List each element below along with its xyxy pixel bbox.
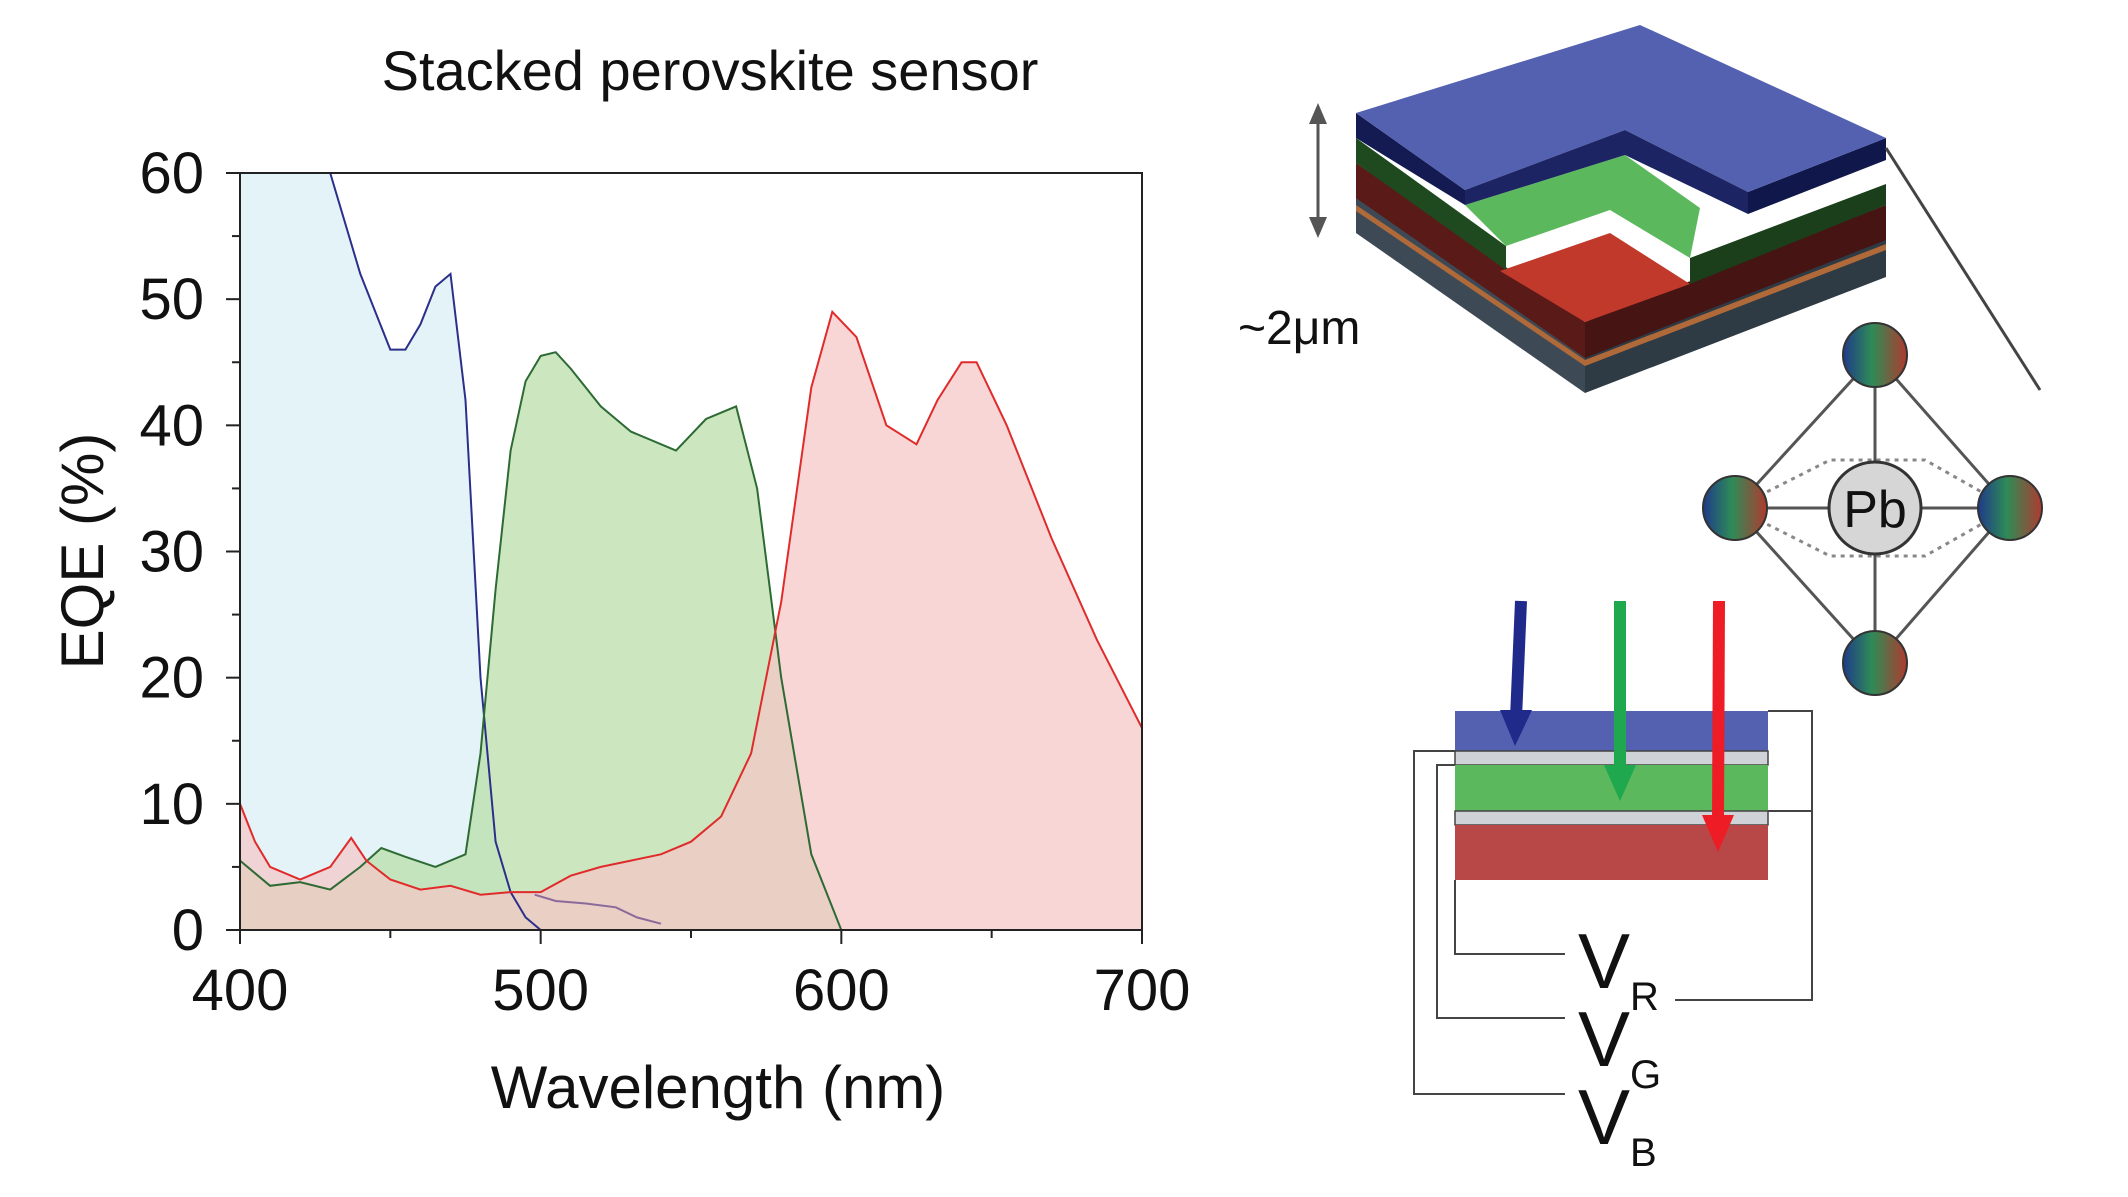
y-tick-label-6: 60 bbox=[139, 141, 204, 206]
thickness-label: ~2μm bbox=[1238, 302, 1360, 355]
wire-b bbox=[1413, 750, 1565, 1095]
halide-atom-left bbox=[1702, 475, 1768, 541]
y-tick-label-3: 30 bbox=[139, 520, 204, 585]
y-tick-label-2: 20 bbox=[139, 646, 204, 711]
thickness-arrowhead-bottom bbox=[1309, 217, 1327, 238]
voltage-label-r: VR bbox=[1578, 917, 1659, 1019]
x-tick-label-1: 500 bbox=[492, 958, 589, 1023]
voltage-label-b: VB bbox=[1578, 1073, 1657, 1175]
x-axis-label: Wavelength (nm) bbox=[491, 1054, 946, 1121]
pb-atom bbox=[1827, 460, 1923, 556]
octa-edge bbox=[1733, 506, 1877, 665]
red-layer-side-left bbox=[1356, 163, 1585, 358]
series-area-1 bbox=[240, 352, 842, 930]
green-layer-side-left bbox=[1356, 138, 1506, 270]
cross-section-diagram: VR VG VB bbox=[1413, 600, 1813, 1175]
callout-line bbox=[1884, 147, 2042, 391]
blue-layer-side-right bbox=[1748, 138, 1886, 214]
halide-atom-right bbox=[1977, 475, 2043, 541]
x-tick-label-3: 700 bbox=[1094, 958, 1191, 1023]
red-arrowhead bbox=[1702, 815, 1734, 852]
octa-edge bbox=[1873, 507, 2012, 664]
eqe-chart: Stacked perovskite sensor 400 500 600 700 0 1… bbox=[49, 39, 1190, 1121]
y-tick-label-4: 40 bbox=[139, 393, 204, 458]
ticks-layer: 400 500 600 700 0 10 20 30 40 50 60 bbox=[139, 141, 1190, 1023]
y-axis-label: EQE (%) bbox=[49, 433, 116, 670]
pb-label: Pb bbox=[1843, 481, 1907, 539]
y-tick-label-1: 10 bbox=[139, 772, 204, 837]
voltage-label-g: VG bbox=[1578, 995, 1661, 1097]
y-tick-label-0: 0 bbox=[172, 898, 204, 963]
wire-g bbox=[1436, 764, 1565, 1019]
blue-layer-side-left bbox=[1356, 113, 1465, 205]
octa-edge bbox=[1873, 354, 2012, 509]
thickness-arrowhead-top bbox=[1309, 103, 1327, 124]
series-lines bbox=[240, 173, 1142, 930]
blue-notch-edge bbox=[1465, 130, 1748, 214]
x-tick-label-2: 600 bbox=[793, 958, 890, 1023]
pb-octahedron: Pb bbox=[1702, 322, 2043, 696]
green-layer-side-right bbox=[1690, 184, 1886, 284]
halide-atom-bottom bbox=[1842, 630, 1908, 696]
series-line-0 bbox=[240, 173, 542, 930]
y-tick-label-5: 50 bbox=[139, 267, 204, 332]
series-line-2 bbox=[240, 309, 1142, 896]
orange-interlayer bbox=[1356, 205, 1886, 366]
blue-layer-top bbox=[1356, 25, 1886, 192]
green-arrowhead bbox=[1604, 765, 1636, 801]
red-layer-top bbox=[1500, 233, 1690, 322]
green-layer-top bbox=[1465, 155, 1700, 258]
series-area-2 bbox=[240, 311, 1142, 930]
series-area-0 bbox=[240, 173, 541, 930]
halide-atom-top bbox=[1842, 322, 1908, 388]
chart-title: Stacked perovskite sensor bbox=[382, 39, 1039, 102]
wire-r bbox=[1454, 880, 1565, 955]
series-line-1 bbox=[240, 351, 843, 930]
wire-common bbox=[1675, 710, 1813, 1001]
series-fills bbox=[240, 173, 1142, 930]
layer-stack-3d: ~2μm bbox=[1238, 25, 2042, 393]
blue-light-arrow bbox=[1510, 600, 1527, 719]
series-layer bbox=[240, 173, 1142, 930]
blue-arrowhead bbox=[1500, 710, 1532, 746]
red-layer-side-right bbox=[1585, 205, 1886, 358]
octa-edge bbox=[1733, 353, 1877, 510]
series-line-3 bbox=[534, 893, 662, 925]
red-light-arrow bbox=[1712, 600, 1725, 821]
x-tick-label-0: 400 bbox=[192, 958, 289, 1023]
